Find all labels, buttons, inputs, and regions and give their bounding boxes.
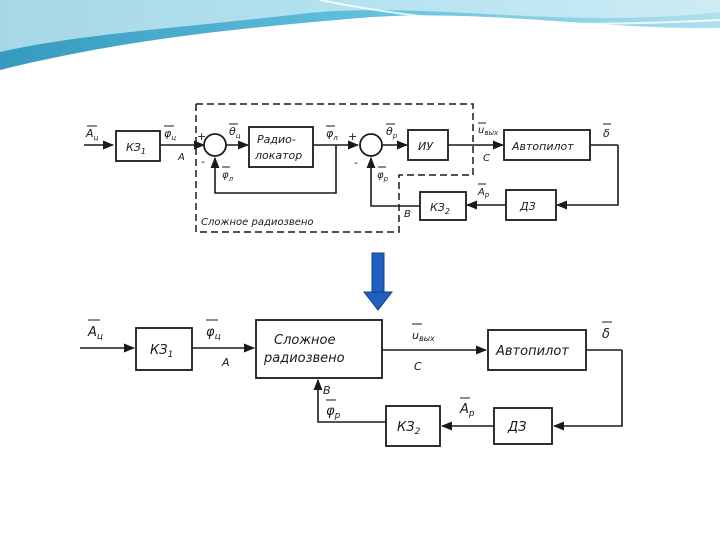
theta-c-label: θц [229, 125, 241, 140]
kz2-label: КЗ2 [430, 201, 450, 216]
bottom-point-a-label: А [221, 356, 230, 369]
theta-r-label: θр [386, 125, 398, 140]
bottom-phi-r-label: φр [326, 404, 341, 421]
a-r-label: Ар [477, 187, 490, 199]
phi-r-label: φр [377, 170, 389, 183]
iu-label: ИУ [418, 140, 434, 153]
kz1-block [115, 130, 161, 162]
iu-block [407, 129, 449, 161]
kz2-block [419, 191, 467, 221]
point-c-label: С [483, 153, 490, 164]
bottom-complex-label-line2: радиозвено [263, 351, 345, 366]
bottom-u-out-label: uвых [412, 329, 435, 343]
bottom-autopilot-block [487, 329, 587, 371]
bottom-kz2-label: КЗ2 [397, 420, 421, 437]
bottom-delta-label: δ [602, 327, 610, 342]
delta-label: δ [603, 127, 610, 140]
point-b-label: В [404, 209, 411, 220]
radar-block [248, 126, 314, 168]
bottom-phi-c-label: φц [206, 325, 221, 342]
radar-label-line2: локатор [254, 149, 302, 162]
autopilot-label: Автопилот [511, 140, 574, 153]
bottom-point-b-label: В [323, 384, 331, 397]
bottom-input-signal: Ац [87, 325, 103, 342]
bottom-point-c-label: С [414, 360, 422, 373]
point-a-label: А [177, 152, 185, 163]
bottom-kz1-block [135, 327, 193, 371]
bottom-a-r-label: Ар [459, 402, 475, 419]
plus-sign-1: + [197, 130, 206, 143]
header-ribbon [0, 0, 720, 70]
radar-label-line1: Радио- [257, 133, 296, 146]
complex-block-caption: Сложное радиозвено [201, 217, 314, 228]
dz-label: ДЗ [519, 200, 536, 213]
summing-junction-1 [203, 133, 227, 157]
minus-sign-2: - [354, 156, 358, 169]
minus-sign-1: - [201, 155, 205, 168]
bottom-kz2-block [385, 405, 441, 447]
plus-sign-2: + [348, 130, 357, 143]
phi-c-label: φц [164, 127, 176, 142]
u-out-label: uвых [478, 125, 499, 137]
bottom-diagram: Ац КЗ1 φц А Сложное радиозвено uвых С Ав… [80, 319, 623, 447]
summing-junction-2 [359, 133, 383, 157]
bottom-kz1-label: КЗ1 [150, 343, 173, 360]
complex-block-boundary [195, 103, 474, 233]
bottom-dz-label: ДЗ [507, 420, 527, 435]
input-signal: Ац [85, 127, 99, 142]
autopilot-block [503, 129, 591, 161]
phi-l-feedback-label: φл [222, 170, 234, 183]
bottom-autopilot-label: Автопилот [495, 344, 569, 359]
transition-arrow [362, 252, 394, 311]
bottom-complex-label-line1: Сложное [274, 333, 336, 348]
bottom-complex-block [255, 319, 383, 379]
top-diagram: Ац КЗ1 φц А + - θц Радио- локатор φл φл … [84, 103, 619, 233]
kz1-label: КЗ1 [126, 141, 146, 156]
phi-l-label: φл [326, 127, 338, 142]
